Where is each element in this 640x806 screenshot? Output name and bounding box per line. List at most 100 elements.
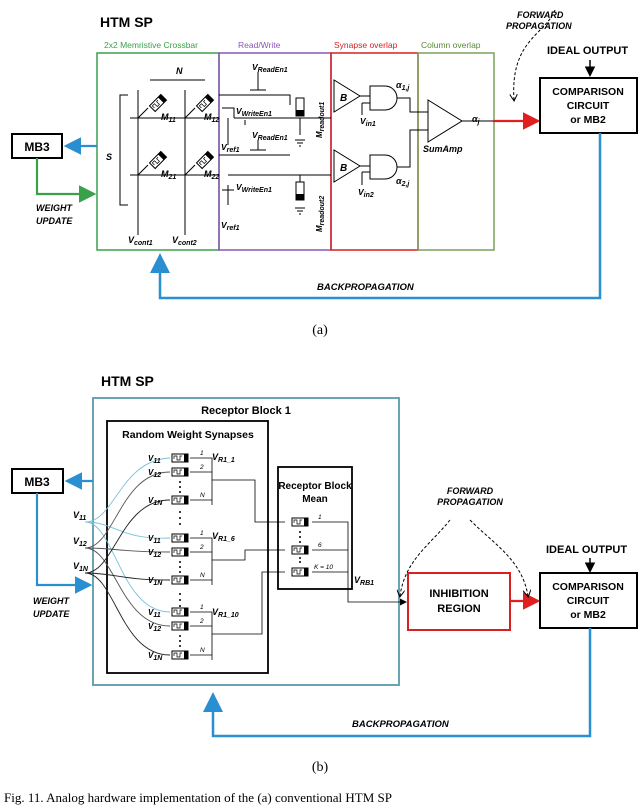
vr1-6-label: VR1_6 [212,531,235,543]
readout2-band [296,194,304,200]
vreaden1b-label: VReadEn1 [252,130,288,142]
readwrite-wires [219,72,331,215]
g2-v12: V12 [148,548,161,559]
alpha1-label: α1,j [396,80,410,92]
m12-label: M12 [204,112,219,124]
weight-update-arrow-b [35,493,93,594]
comparison-line-3: or MB2 [570,114,606,126]
s-label: S [106,152,112,162]
m22-label: M22 [204,169,219,181]
weight-update-1: WEIGHT [36,203,73,213]
alpha2-label: α2,j [396,176,410,188]
g2-nN: N [200,572,205,579]
readwrite-label: Read/Write [238,40,281,50]
inhibition-box [407,572,511,631]
g1-v11: V11 [148,454,161,465]
random-weight-box [106,420,269,674]
vwriteen1-label: VWriteEn1 [236,106,272,118]
forward-dashed-b1 [400,519,451,596]
n-label: N [176,66,183,76]
g2-v1n: V1N [148,576,163,587]
vin2-label: Vin2 [358,187,374,199]
vrb1-label: VRB1 [354,575,374,587]
mean-mem-10 [291,567,309,577]
g1-v12: V12 [148,468,161,479]
mean-m6: 6 [318,542,322,549]
comparison-b-1: COMPARISON [552,581,624,593]
vref1-label: Vref1 [221,142,240,154]
vcont2-label: Vcont2 [172,235,197,247]
synapse-group-wires [190,457,400,660]
backprop-line [150,133,602,300]
weight-update-2: UPDATE [36,216,73,226]
mean-label-1: Receptor Block [278,481,352,492]
mean-mem-6 [291,545,309,555]
vcont1-label: Vcont1 [128,235,153,247]
forward-b-1: FORWARD [447,486,494,496]
index-labels: 1 2 N 1 2 N 1 2 N 1 6 K = 10 [199,450,333,654]
g3-n1: 1 [200,604,204,611]
memristor-m12 [196,94,214,112]
sumamp-triangle [427,99,494,143]
g1-nN: N [200,492,205,499]
syn-g2-2 [171,547,189,557]
weight-update-b-1: WEIGHT [33,596,70,606]
mb3-label: MB3 [24,140,50,154]
comparison-b-2: CIRCUIT [567,595,610,607]
g3-v12: V12 [148,622,161,633]
synapse-overlap-label: Synapse overlap [334,40,398,50]
mreadout1-label: Mreadout1 [315,102,326,138]
mean-label-2: Mean [302,494,328,505]
crossbar-box [96,52,220,251]
random-weight-label: Random Weight Synapses [122,429,254,441]
g3-v11: V11 [148,608,161,619]
m21-label: M21 [161,169,176,181]
g2-n1: 1 [200,530,204,537]
figure-a: HTM SP 2x2 Memristive Crossbar Read/Writ… [11,9,638,338]
sumamp-label: SumAmp [423,144,463,154]
readout1-band [296,110,304,116]
mreadout2-label: Mreadout2 [315,196,326,232]
v11-label: V11 [73,510,86,522]
g1-v1n: V1N [148,496,163,507]
ideal-output-b: IDEAL OUTPUT [546,544,627,556]
weight-update-b-2: UPDATE [33,609,70,619]
memristor-m11 [149,94,167,112]
crossbar-wires: N [119,66,219,235]
figure-footer: Fig. 11. Analog hardware implementation … [4,790,392,805]
column-overlap-box [417,52,495,251]
syn-g3-2 [171,621,189,631]
comparison-box-b [539,572,638,629]
v1n-label: V1N [73,561,89,573]
m11-label: M11 [161,112,176,124]
backprop-line-b [203,628,592,738]
forward-b-2: PROPAGATION [437,497,503,507]
vin1-label: Vin1 [360,116,376,128]
memristor-m21 [149,151,167,169]
synapse-overlap-box [330,52,419,251]
b1-label: B [340,93,347,104]
syn-g3-n [171,650,189,660]
syn-g3-1 [171,607,189,617]
comparison-line-2: CIRCUIT [567,100,610,112]
receptor-block-label: Receptor Block 1 [201,405,291,417]
memristor-m22 [196,151,214,169]
fig-a-title: HTM SP [100,14,153,30]
crossbar-label: 2x2 Memristive Crossbar [104,40,198,50]
synapse-gates [333,79,428,185]
b2-label: B [340,163,347,174]
caption-b: (b) [312,760,329,775]
alphaj-label: αj [472,114,481,126]
g2-n2: 2 [199,544,204,551]
forward-dashed-b2 [469,519,528,596]
comparison-line-1: COMPARISON [552,86,624,98]
ideal-output: IDEAL OUTPUT [547,45,628,57]
mean-box [277,466,353,590]
vr1-1-label: VR1_1 [212,452,235,464]
backprop-label-b: BACKPROPAGATION [352,719,450,730]
column-overlap-label: Column overlap [421,40,481,50]
ellipsis-dots [179,481,301,647]
mb3-label-b: MB3 [24,475,50,489]
fan-in-curves [84,457,171,656]
